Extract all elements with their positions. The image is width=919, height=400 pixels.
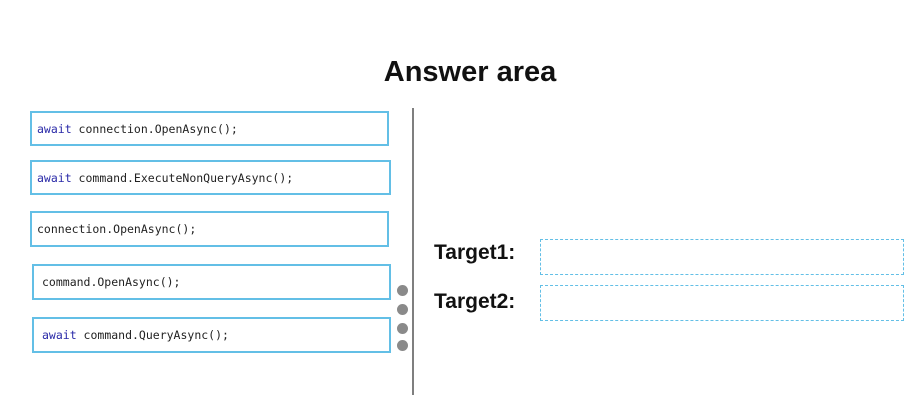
code-option-await-command-executenonqueryasync[interactable]: await command.ExecuteNonQueryAsync();	[30, 160, 391, 195]
await-keyword: await	[37, 170, 72, 185]
code-option-connection-openasync[interactable]: connection.OpenAsync();	[30, 211, 389, 247]
target1-drop-zone[interactable]	[540, 239, 904, 275]
handle-dot	[397, 340, 408, 351]
code-option-await-connection-openasync[interactable]: await connection.OpenAsync();	[30, 111, 389, 146]
handle-dot	[397, 285, 408, 296]
answer-area-title: Answer area	[383, 56, 557, 88]
code-option-await-command-queryasync[interactable]: await command.QueryAsync();	[32, 317, 391, 353]
await-keyword: await	[37, 121, 72, 136]
code-text: command.OpenAsync();	[42, 275, 181, 289]
panel-divider	[412, 108, 414, 395]
await-keyword: await	[42, 328, 77, 342]
handle-dot	[397, 323, 408, 334]
target1-label: Target1:	[434, 241, 516, 264]
resize-handle[interactable]	[397, 285, 409, 353]
target2-drop-zone[interactable]	[540, 285, 904, 321]
code-text: command.QueryAsync();	[76, 328, 229, 342]
code-text: connection.OpenAsync();	[37, 222, 197, 236]
code-option-command-openasync[interactable]: command.OpenAsync();	[32, 264, 391, 300]
target2-label: Target2:	[434, 290, 516, 313]
code-text: command.ExecuteNonQueryAsync();	[71, 170, 294, 185]
code-text: connection.OpenAsync();	[71, 121, 238, 136]
handle-dot	[397, 304, 408, 315]
